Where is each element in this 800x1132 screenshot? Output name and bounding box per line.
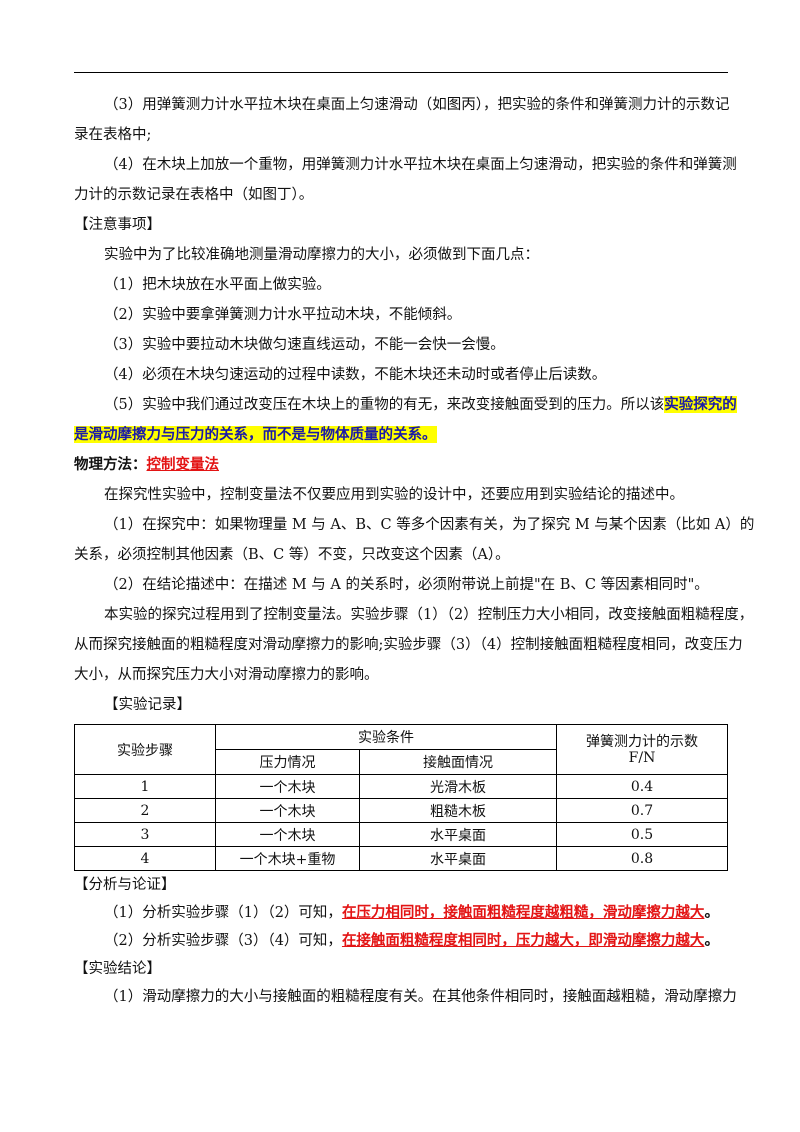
header-rule xyxy=(74,72,728,74)
note-2: （2）实验中要拿弹簧测力计水平拉动木块，不能倾斜。 xyxy=(104,307,462,323)
record-heading: 【实验记录】 xyxy=(104,697,191,713)
step-4-line: （4）在木块上加放一个重物，用弹簧测力计水平拉木块在桌面上匀速滑动，把实验的条件… xyxy=(104,157,737,173)
note-3: （3）实验中要拉动木块做匀速直线运动，不能一会快一会慢。 xyxy=(104,337,505,353)
note-5-text: （5）实验中我们通过改变压在木块上的重物的有无，来改变接触面受到的压力。所以该 xyxy=(104,397,665,413)
cell-reading: 0.8 xyxy=(556,846,728,871)
method-point-1: （1）在探究中：如果物理量 M 与 A、B、C 等多个因素有关，为了探究 M 与… xyxy=(104,517,755,533)
step-3-line-cont: 录在表格中; xyxy=(74,127,152,143)
method-point-1-cont: 关系，必须控制其他因素（B、C 等）不变，只改变这个因素（A）。 xyxy=(74,547,510,563)
analysis-2-text: （2）分析实验步骤（3）（4）可知， xyxy=(104,933,342,949)
th-reading-line1: 弹簧测力计的示数 xyxy=(586,733,698,750)
note-5-highlight-cont: 是滑动摩擦力与压力的关系，而不是与物体质量的关系。 xyxy=(74,426,437,443)
cell-step: 2 xyxy=(74,798,216,823)
analysis-1-end: 。 xyxy=(704,904,719,921)
cell-surface: 水平桌面 xyxy=(359,822,557,847)
analysis-1-conclusion: 在压力相同时，接触面粗糙程度越粗糙，滑动摩擦力越大 xyxy=(341,904,705,921)
cell-pressure: 一个木块+重物 xyxy=(215,846,360,871)
analysis-heading: 【分析与论证】 xyxy=(74,877,176,893)
cell-surface: 光滑木板 xyxy=(359,774,557,799)
method-application-end: 大小，从而探究压力大小对滑动摩擦力的影响。 xyxy=(74,667,379,683)
cell-step: 1 xyxy=(74,774,216,799)
analysis-1-text: （1）分析实验步骤（1）（2）可知， xyxy=(104,905,342,921)
cell-step: 4 xyxy=(74,846,216,871)
cell-step: 3 xyxy=(74,822,216,847)
method-desc: 在探究性实验中，控制变量法不仅要应用到实验的设计中，还要应用到实验结论的描述中。 xyxy=(104,487,684,503)
method-application-cont: 从而探究接触面的粗糙程度对滑动摩擦力的影响;实验步骤（3）（4）控制接触面粗糙程… xyxy=(74,637,743,653)
analysis-2-end: 。 xyxy=(704,932,719,949)
cell-pressure: 一个木块 xyxy=(215,798,360,823)
cell-surface: 粗糙木板 xyxy=(359,798,557,823)
notes-heading: 【注意事项】 xyxy=(74,217,161,233)
note-4: （4）必须在木块匀速运动的过程中读数，不能木块还未动时或者停止后读数。 xyxy=(104,367,607,383)
cell-reading: 0.7 xyxy=(556,798,728,823)
analysis-1: （1）分析实验步骤（1）（2）可知，在压力相同时，接触面粗糙程度越粗糙，滑动摩擦… xyxy=(74,899,728,927)
method-application: 本实验的探究过程用到了控制变量法。实验步骤（1）（2）控制压力大小相同，改变接触… xyxy=(104,607,754,623)
table-row: 3 一个木块 水平桌面 0.5 xyxy=(74,822,728,847)
cell-reading: 0.5 xyxy=(556,822,728,847)
step-4-line-cont: 力计的示数记录在表格中（如图丁）。 xyxy=(74,187,314,203)
cell-pressure: 一个木块 xyxy=(215,774,360,799)
conclusion-1: （1）滑动摩擦力的大小与接触面的粗糙程度有关。在其他条件相同时，接触面越粗糙，滑… xyxy=(104,989,737,1005)
analysis-2: （2）分析实验步骤（3）（4）可知，在接触面粗糙程度相同时，压力越大，即滑动摩擦… xyxy=(74,927,728,955)
method-line: 物理方法：控制变量法 xyxy=(74,450,728,480)
note-5-cont: 是滑动摩擦力与压力的关系，而不是与物体质量的关系。 xyxy=(74,420,728,450)
th-reading-line2: F/N xyxy=(628,749,656,766)
cell-pressure: 一个木块 xyxy=(215,822,360,847)
step-3-line: （3）用弹簧测力计水平拉木块在桌面上匀速滑动（如图丙），把实验的条件和弹簧测力计… xyxy=(104,97,730,113)
note-1: （1）把木块放在水平面上做实验。 xyxy=(104,277,331,293)
page-content: （3）用弹簧测力计水平拉木块在桌面上匀速滑动（如图丙），把实验的条件和弹簧测力计… xyxy=(74,90,755,1011)
th-surface: 接触面情况 xyxy=(359,749,557,775)
cell-surface: 水平桌面 xyxy=(359,846,557,871)
th-pressure: 压力情况 xyxy=(215,749,360,775)
notes-intro: 实验中为了比较准确地测量滑动摩擦力的大小，必须做到下面几点： xyxy=(104,247,539,263)
note-5: （5）实验中我们通过改变压在木块上的重物的有无，来改变接触面受到的压力。所以该实… xyxy=(74,390,737,420)
method-name: 控制变量法 xyxy=(146,456,220,473)
method-point-2: （2）在结论描述中：在描述 M 与 A 的关系时，必须附带说上前提"在 B、C … xyxy=(104,577,709,593)
table-row: 4 一个木块+重物 水平桌面 0.8 xyxy=(74,846,728,871)
th-step: 实验步骤 xyxy=(74,724,216,775)
cell-reading: 0.4 xyxy=(556,774,728,799)
conclusion-heading: 【实验结论】 xyxy=(74,961,161,977)
method-label: 物理方法： xyxy=(74,456,147,473)
th-condition: 实验条件 xyxy=(215,724,557,750)
table-row: 2 一个木块 粗糙木板 0.7 xyxy=(74,798,728,823)
note-5-highlight: 实验探究的 xyxy=(664,396,737,413)
table-row: 1 一个木块 光滑木板 0.4 xyxy=(74,774,728,799)
analysis-2-conclusion: 在接触面粗糙程度相同时，压力越大，即滑动摩擦力越大 xyxy=(341,932,705,949)
